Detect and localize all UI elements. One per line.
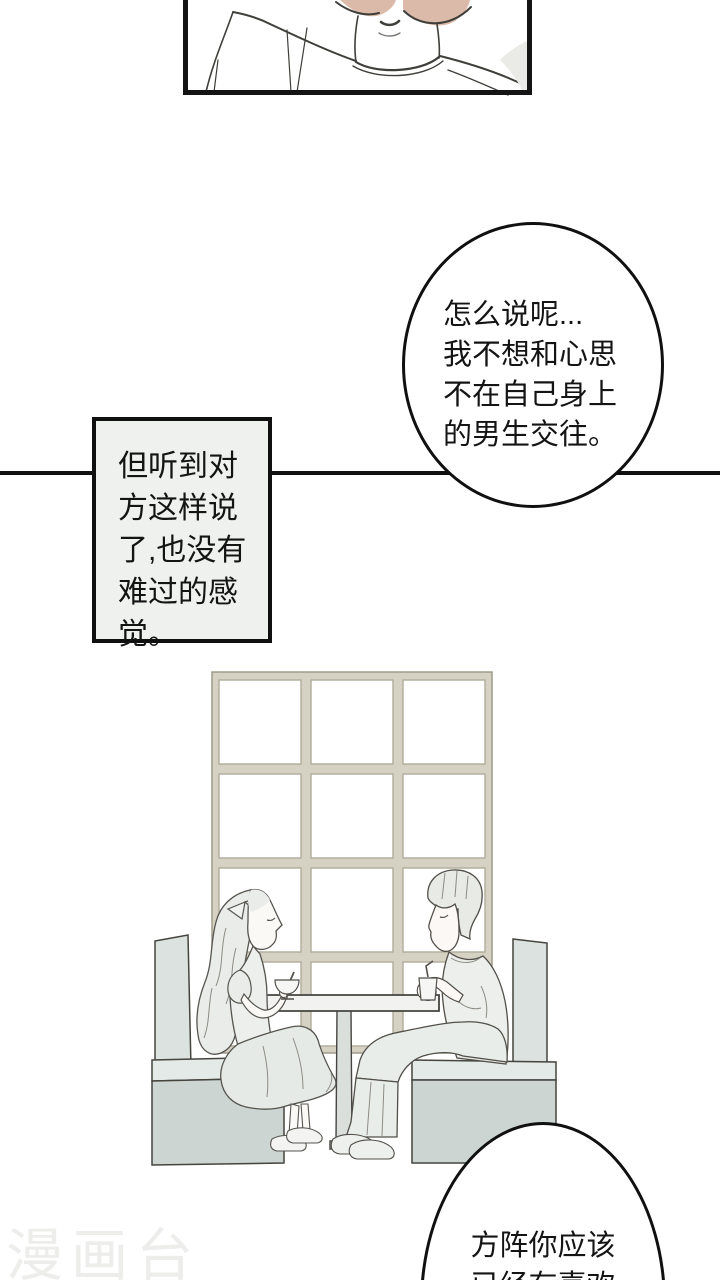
girl-skirt bbox=[220, 1025, 337, 1110]
watermark: 漫画台 bbox=[6, 1224, 201, 1280]
speech-bubble-1: 怎么说呢... 我不想和心思 不在自己身上 的男生交往。 bbox=[402, 222, 664, 508]
narration-box: 但听到对 方这样说 了,也没有 难过的感 觉。 bbox=[92, 417, 272, 651]
girl-figure bbox=[196, 888, 337, 1152]
hair-bow bbox=[226, 901, 246, 921]
speech-bubble-1-text: 怎么说呢... 我不想和心思 不在自己身上 的男生交往。 bbox=[443, 299, 618, 451]
scene-illustration bbox=[151, 671, 557, 1166]
panel-illustration bbox=[183, 0, 532, 96]
boy-figure bbox=[330, 869, 509, 1160]
divider-line bbox=[0, 471, 720, 475]
table bbox=[256, 994, 440, 1150]
straw bbox=[425, 960, 434, 978]
shirt-shading bbox=[500, 40, 530, 95]
drink-cup bbox=[418, 977, 438, 1001]
boy-face bbox=[428, 902, 460, 953]
bench-right bbox=[411, 938, 557, 1164]
top-panel bbox=[0, 0, 720, 96]
boy-trousers bbox=[355, 1021, 508, 1083]
narration-text: 但听到对 方这样说 了,也没有 难过的感 觉。 bbox=[118, 450, 247, 651]
speech-bubble-2-text: 方阵你应该 已经有喜欢 bbox=[470, 1230, 616, 1280]
jaw-shadow-left bbox=[340, 0, 396, 17]
